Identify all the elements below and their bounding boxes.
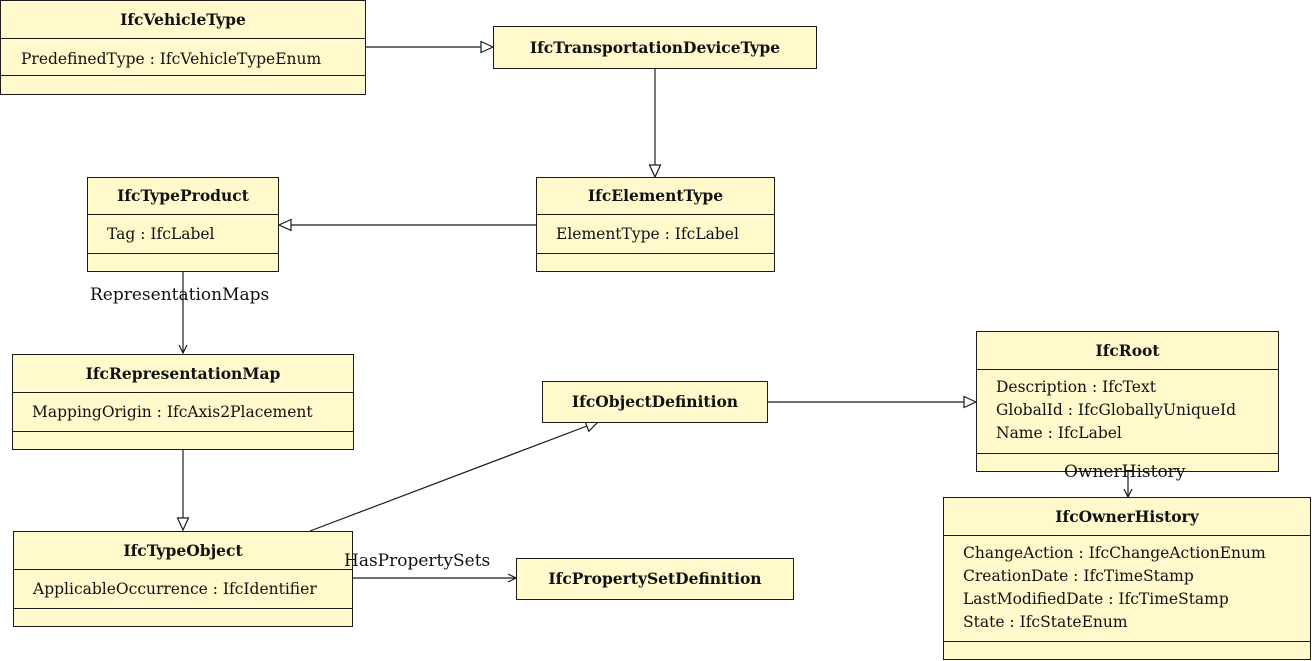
class-name: IfcTypeProduct: [117, 186, 249, 205]
relation-label-has-property-sets: HasPropertySets: [344, 551, 491, 571]
attribute: LastModifiedDate : IfcTimeStamp: [963, 590, 1229, 608]
class-ifc-vehicle-type: IfcVehicleType PredefinedType : IfcVehic…: [0, 0, 366, 95]
class-name: IfcTransportationDeviceType: [529, 38, 781, 57]
attribute: ChangeAction : IfcChangeActionEnum: [963, 544, 1266, 562]
class-name: IfcPropertySetDefinition: [548, 569, 762, 588]
class-ifc-element-type: IfcElementType ElementType : IfcLabel: [536, 177, 775, 272]
class-ifc-transportation-device-type: IfcTransportationDeviceType: [493, 26, 817, 69]
attributes-compartment: Tag : IfcLabel: [88, 214, 278, 253]
class-name: IfcRoot: [1095, 341, 1160, 360]
operations-compartment: [977, 453, 1278, 471]
attribute: ElementType : IfcLabel: [556, 225, 739, 243]
class-ifc-type-product: IfcTypeProduct Tag : IfcLabel: [87, 177, 279, 272]
association-arrowhead: [178, 344, 188, 355]
operations-compartment: [944, 641, 1310, 659]
class-name: IfcRepresentationMap: [85, 364, 281, 383]
generalization-arrowhead: [963, 395, 978, 409]
operations-compartment: [14, 608, 352, 626]
operations-compartment: [13, 431, 353, 449]
attribute: MappingOrigin : IfcAxis2Placement: [32, 403, 313, 421]
class-name: IfcElementType: [587, 186, 724, 205]
class-ifc-property-set-definition: IfcPropertySetDefinition: [516, 558, 794, 600]
class-name: IfcObjectDefinition: [571, 392, 739, 411]
operations-compartment: [1, 75, 365, 94]
operations-compartment: [537, 253, 774, 271]
attributes-compartment: ChangeAction : IfcChangeActionEnum Creat…: [944, 535, 1310, 641]
attributes-compartment: ApplicableOccurrence : IfcIdentifier: [14, 569, 352, 608]
attributes-compartment: MappingOrigin : IfcAxis2Placement: [13, 392, 353, 431]
attribute: CreationDate : IfcTimeStamp: [963, 567, 1194, 585]
attribute: Description : IfcText: [996, 378, 1156, 396]
class-name: IfcVehicleType: [120, 10, 246, 29]
attributes-compartment: ElementType : IfcLabel: [537, 214, 774, 253]
attribute: PredefinedType : IfcVehicleTypeEnum: [21, 50, 322, 68]
attribute: State : IfcStateEnum: [963, 613, 1128, 631]
class-ifc-type-object: IfcTypeObject ApplicableOccurrence : Ifc…: [13, 531, 353, 627]
generalization-arrowhead: [648, 164, 662, 179]
attributes-compartment: PredefinedType : IfcVehicleTypeEnum: [1, 38, 365, 75]
generalization-arrowhead: [480, 40, 495, 54]
class-name: IfcTypeObject: [123, 541, 243, 560]
class-name: IfcOwnerHistory: [1055, 507, 1199, 526]
class-ifc-root: IfcRoot Description : IfcText GlobalId :…: [976, 331, 1279, 472]
class-ifc-representation-map: IfcRepresentationMap MappingOrigin : Ifc…: [12, 354, 354, 450]
attribute: Tag : IfcLabel: [107, 225, 215, 243]
generalization-arrowhead: [176, 517, 190, 532]
operations-compartment: [88, 253, 278, 271]
generalization-arrowhead: [277, 218, 292, 232]
attribute: Name : IfcLabel: [996, 424, 1122, 442]
attribute: ApplicableOccurrence : IfcIdentifier: [33, 580, 317, 598]
class-ifc-object-definition: IfcObjectDefinition: [542, 381, 768, 423]
attribute: GlobalId : IfcGloballyUniqueId: [996, 401, 1237, 419]
attributes-compartment: Description : IfcText GlobalId : IfcGlob…: [977, 369, 1278, 453]
relation-label-representation-maps: RepresentationMaps: [90, 285, 270, 305]
relation-label-owner-history: OwnerHistory: [1064, 462, 1186, 482]
class-ifc-owner-history: IfcOwnerHistory ChangeAction : IfcChange…: [943, 497, 1311, 660]
generalization-typeobject-to-objectdefinition: [309, 425, 588, 532]
